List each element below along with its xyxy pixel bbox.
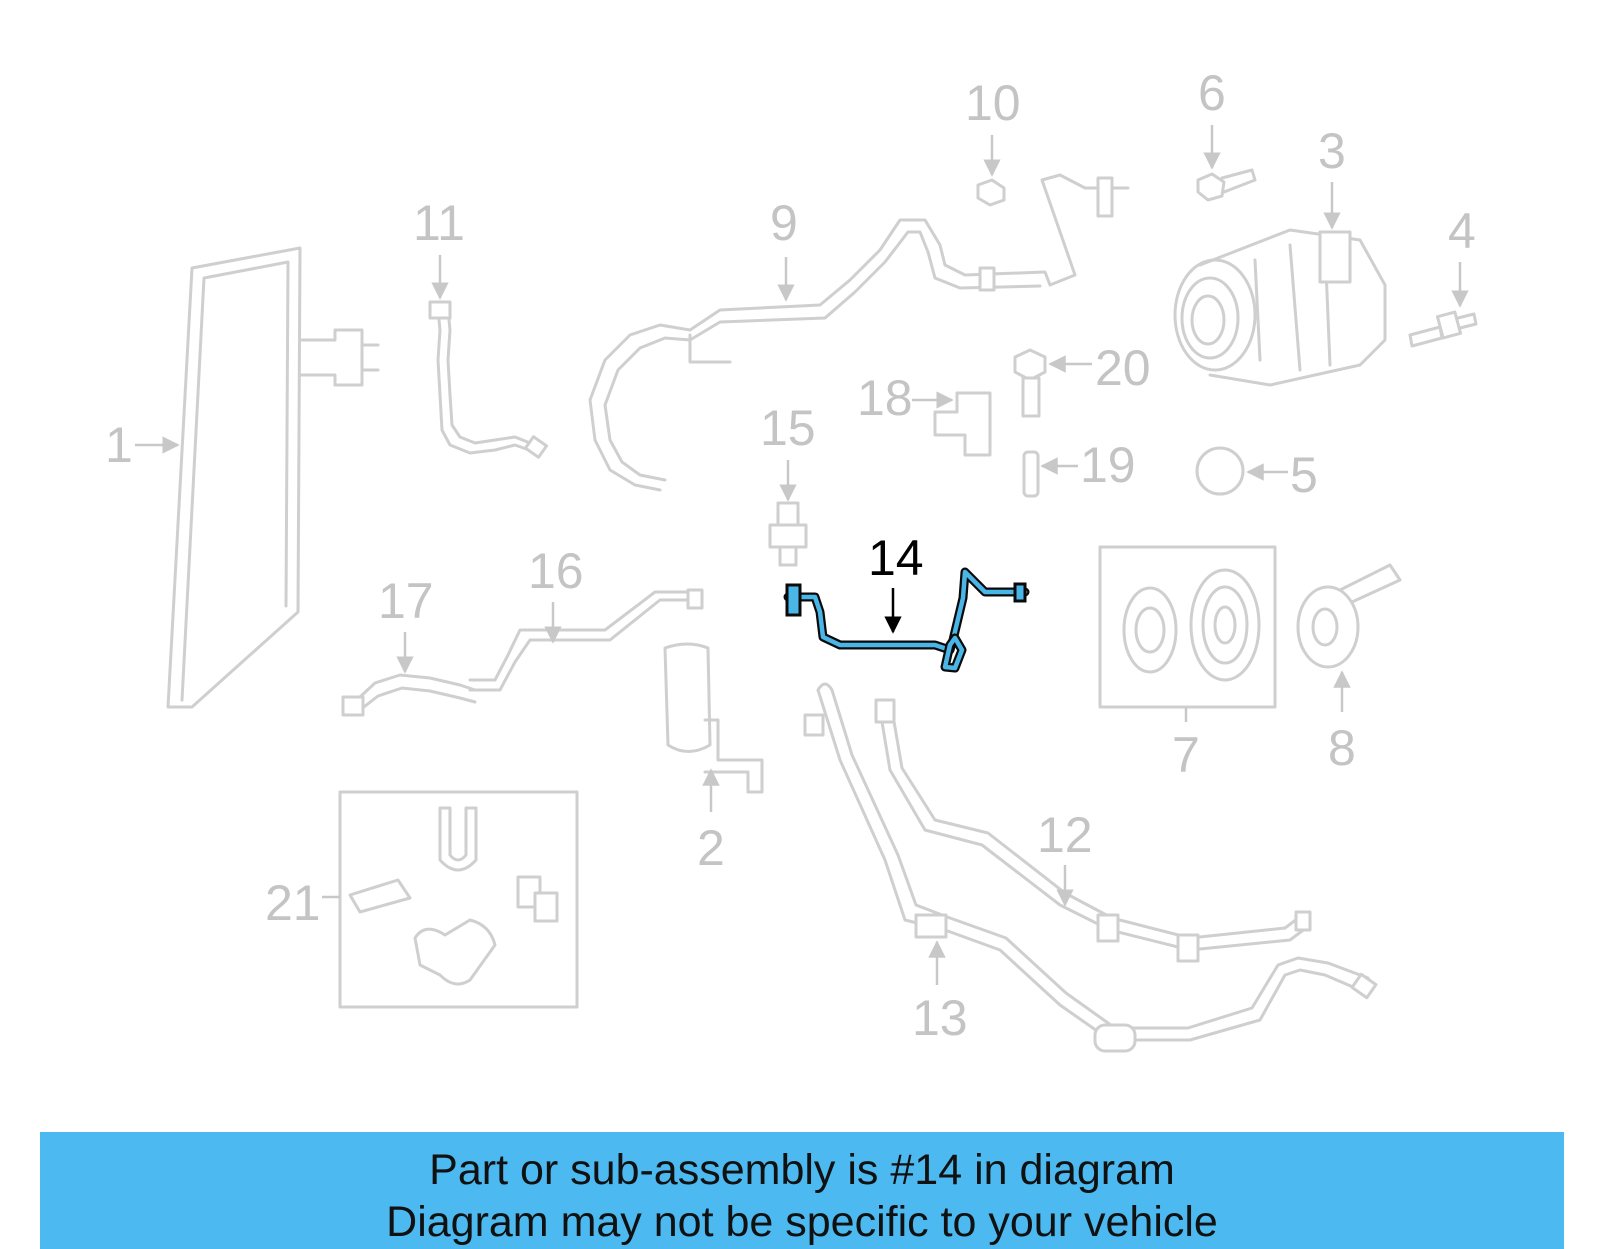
part-10-nut: [976, 178, 1006, 207]
part-8-coil: [1296, 563, 1402, 669]
callout-label-1: 1: [105, 417, 133, 473]
callout-label-16: 16: [528, 543, 584, 599]
banner-line-1: Part or sub-assembly is #14 in diagram: [429, 1146, 1175, 1194]
callout-1: 1: [105, 417, 180, 473]
part-3-compressor: [1173, 228, 1387, 387]
callout-label-20: 20: [1095, 340, 1151, 396]
part-11-hose: [428, 300, 549, 459]
part-1-condenser: [166, 246, 380, 709]
callout-label-17: 17: [378, 573, 434, 629]
part-17-hose: [341, 673, 477, 717]
callout-14: 14: [868, 530, 924, 634]
part-18-bracket: [933, 391, 992, 457]
callout-label-10: 10: [965, 75, 1021, 131]
callout-label-13: 13: [912, 990, 968, 1046]
callout-19: 19: [1040, 437, 1136, 493]
callout-9: 9: [770, 195, 798, 302]
callout-label-14: 14: [868, 530, 924, 586]
callout-16: 16: [528, 543, 584, 644]
part-20-bolt: [1013, 348, 1047, 418]
callout-10: 10: [965, 75, 1021, 177]
part-5-oring: [1195, 446, 1245, 496]
part-7-clutch: [1098, 545, 1277, 709]
callout-7: 7: [1172, 707, 1200, 783]
banner-line-2: Diagram may not be specific to your vehi…: [386, 1198, 1218, 1246]
callout-label-21: 21: [265, 875, 321, 931]
part-13-discharge-line: [803, 682, 1378, 1053]
callout-label-3: 3: [1318, 123, 1346, 179]
callout-label-11: 11: [413, 195, 465, 251]
info-banner: Part or sub-assembly is #14 in diagram D…: [40, 1132, 1564, 1249]
callout-label-8: 8: [1328, 720, 1356, 776]
callout-20: 20: [1048, 340, 1151, 396]
part-4-switch: [1408, 310, 1478, 348]
callout-label-6: 6: [1198, 65, 1226, 121]
callout-8: 8: [1328, 670, 1356, 776]
callout-18: 18: [857, 370, 954, 426]
callout-12: 12: [1037, 807, 1093, 907]
callout-label-5: 5: [1290, 447, 1318, 503]
callout-label-9: 9: [770, 195, 798, 251]
part-2-drier: [663, 642, 764, 794]
part-14-highlighted-line: [783, 567, 1030, 673]
part-9-suction-hose: [588, 173, 1130, 492]
part-6-bolt: [1196, 168, 1257, 202]
callout-21: 21: [265, 875, 340, 931]
part-19-pin: [1022, 450, 1040, 498]
callout-15: 15: [760, 400, 816, 502]
callout-6: 6: [1198, 65, 1226, 170]
callout-label-4: 4: [1448, 203, 1476, 259]
callout-13: 13: [912, 940, 968, 1046]
callout-17: 17: [378, 573, 434, 674]
part-16-line: [468, 588, 704, 692]
callout-11: 11: [413, 195, 465, 300]
part-21-seal-kit: [338, 790, 579, 1009]
callout-4: 4: [1448, 203, 1476, 308]
callout-label-12: 12: [1037, 807, 1093, 863]
callout-label-19: 19: [1080, 437, 1136, 493]
callout-label-15: 15: [760, 400, 816, 456]
callout-5: 5: [1246, 447, 1318, 503]
callout-3: 3: [1318, 123, 1346, 230]
part-15-sensor: [768, 501, 808, 567]
callout-label-7: 7: [1172, 727, 1200, 783]
callout-2: 2: [697, 768, 725, 876]
callout-label-2: 2: [697, 820, 725, 876]
callout-label-18: 18: [857, 370, 913, 426]
